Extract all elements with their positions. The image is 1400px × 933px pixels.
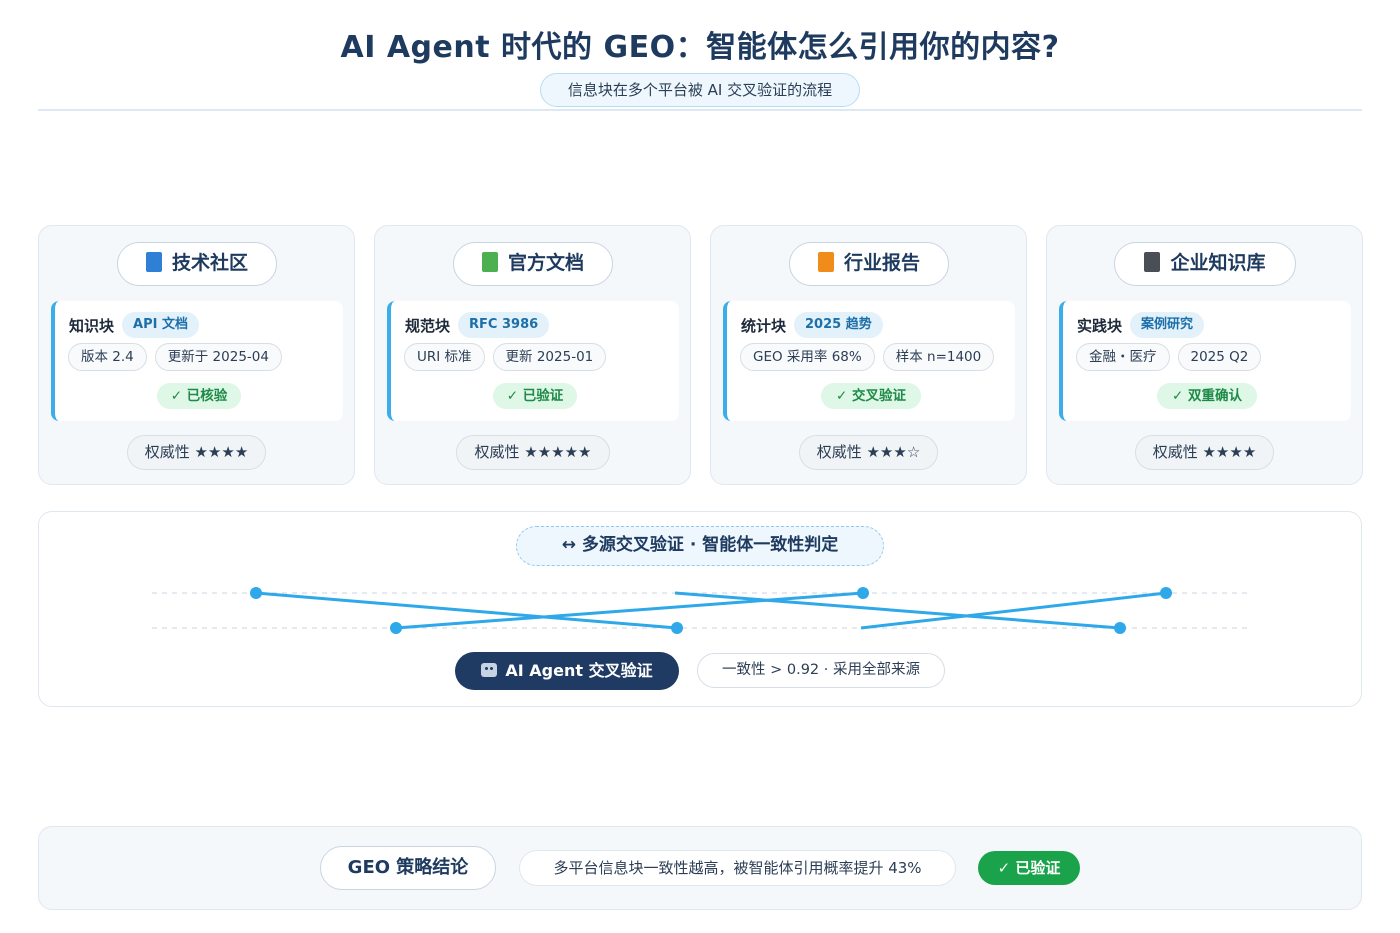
link-line	[395, 591, 864, 630]
block-tag: 案例研究	[1130, 312, 1205, 338]
authority-rating: 权威性 ★★★★	[1135, 435, 1274, 470]
link-line	[860, 591, 1167, 630]
page-subtitle: 信息块在多个平台被 AI 交叉验证的流程	[540, 73, 860, 107]
verify-badge: ✓ 交叉验证	[821, 383, 921, 409]
meta-pill: 版本 2.4	[68, 343, 147, 371]
block-label: 实践块	[1077, 316, 1123, 335]
block-tag: API 文档	[122, 312, 199, 338]
notebook-icon	[1144, 252, 1161, 272]
link-line	[255, 591, 678, 630]
authority-rating: 权威性 ★★★☆	[799, 435, 938, 470]
source-card-industry-report: 行业报告 统计块 2025 趋势 GEO 采用率 68%样本 n=1400 ✓ 交…	[710, 225, 1027, 485]
orange-book-icon	[817, 252, 834, 272]
meta-pill: 样本 n=1400	[882, 343, 995, 371]
conclusion-title: GEO 策略结论	[320, 846, 496, 890]
robot-icon	[481, 663, 498, 677]
meta-pill: 更新于 2025-04	[154, 343, 282, 371]
page-title: AI Agent 时代的 GEO：智能体怎么引用你的内容?	[340, 30, 1060, 65]
meta-pill: 2025 Q2	[1177, 343, 1262, 371]
authority-rating: 权威性 ★★★★★	[456, 435, 610, 470]
conclusion-text: 多平台信息块一致性越高，被智能体引用概率提升 43%	[519, 850, 956, 886]
consistency-result: 一致性 > 0.92 · 采用全部来源	[697, 653, 945, 688]
authority-rating: 权威性 ★★★★	[127, 435, 266, 470]
header-divider	[38, 109, 1362, 111]
block-label: 统计块	[741, 316, 787, 335]
link-node	[671, 622, 683, 634]
link-node	[1160, 587, 1172, 599]
conclusion-verified-badge: ✓ 已验证	[978, 851, 1080, 885]
link-node	[390, 622, 402, 634]
meta-pill: GEO 采用率 68%	[740, 343, 875, 371]
meta-pill: 金融・医疗	[1076, 343, 1170, 371]
green-book-icon	[481, 252, 498, 272]
info-block: 统计块 2025 趋势 GEO 采用率 68%样本 n=1400 ✓ 交叉验证	[723, 301, 1015, 421]
link-node	[250, 587, 262, 599]
card-title: 企业知识库	[1114, 242, 1296, 286]
block-tag: 2025 趋势	[794, 312, 883, 338]
block-label: 规范块	[405, 316, 451, 335]
link-line	[674, 591, 1121, 630]
verify-badge: ✓ 已核验	[157, 383, 241, 409]
block-label: 知识块	[69, 316, 115, 335]
verify-badge: ✓ 已验证	[493, 383, 577, 409]
link-node	[1114, 622, 1126, 634]
card-title: 技术社区	[117, 242, 277, 286]
verify-badge: ✓ 双重确认	[1157, 383, 1257, 409]
meta-pill: 更新 2025-01	[492, 343, 607, 371]
ai-agent-cross-validate-button[interactable]: AI Agent 交叉验证	[455, 652, 679, 690]
cross-validation-lines	[152, 587, 1248, 634]
blue-book-icon	[145, 252, 162, 272]
meta-pill: URI 标准	[404, 343, 485, 371]
link-node	[857, 587, 869, 599]
block-tag: RFC 3986	[458, 312, 550, 338]
info-block: 规范块 RFC 3986 URI 标准更新 2025-01 ✓ 已验证	[387, 301, 679, 421]
card-title: 官方文档	[453, 242, 613, 286]
cross-validation-heading: ↔ 多源交叉验证 · 智能体一致性判定	[516, 526, 884, 566]
card-title: 行业报告	[789, 242, 949, 286]
